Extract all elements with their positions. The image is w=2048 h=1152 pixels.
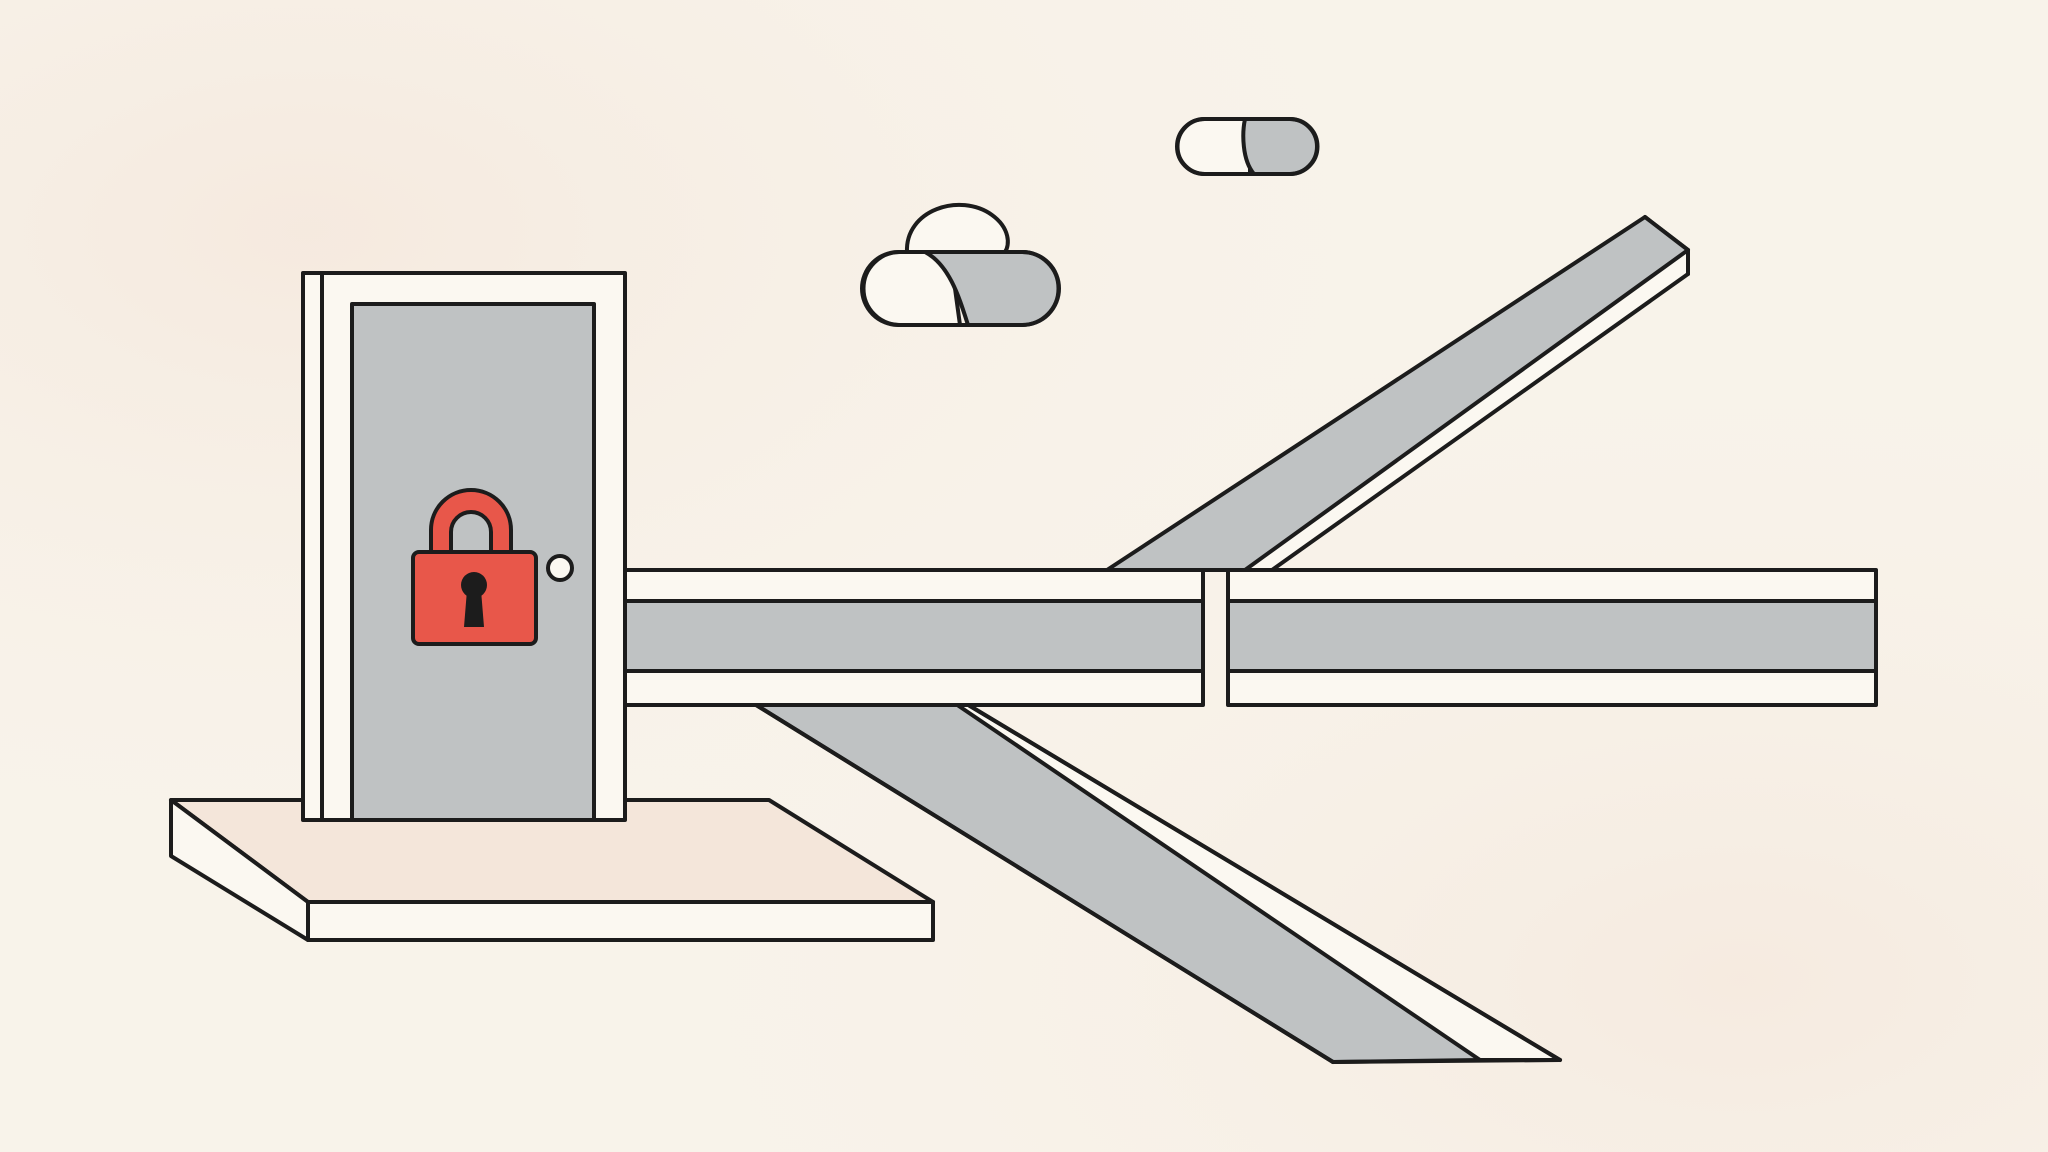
door-knob-icon bbox=[546, 554, 574, 582]
floor-slab bbox=[169, 798, 935, 942]
keyhole-icon bbox=[461, 572, 487, 627]
padlock-icon bbox=[411, 488, 538, 646]
horizontal-beam-left bbox=[598, 568, 1205, 707]
door bbox=[301, 271, 627, 822]
cloud-icon bbox=[1175, 117, 1320, 176]
lower-diagonal-beam bbox=[746, 698, 1562, 1064]
cloud-icon-large bbox=[860, 203, 1061, 327]
horizontal-beam-right bbox=[1201, 568, 1878, 707]
